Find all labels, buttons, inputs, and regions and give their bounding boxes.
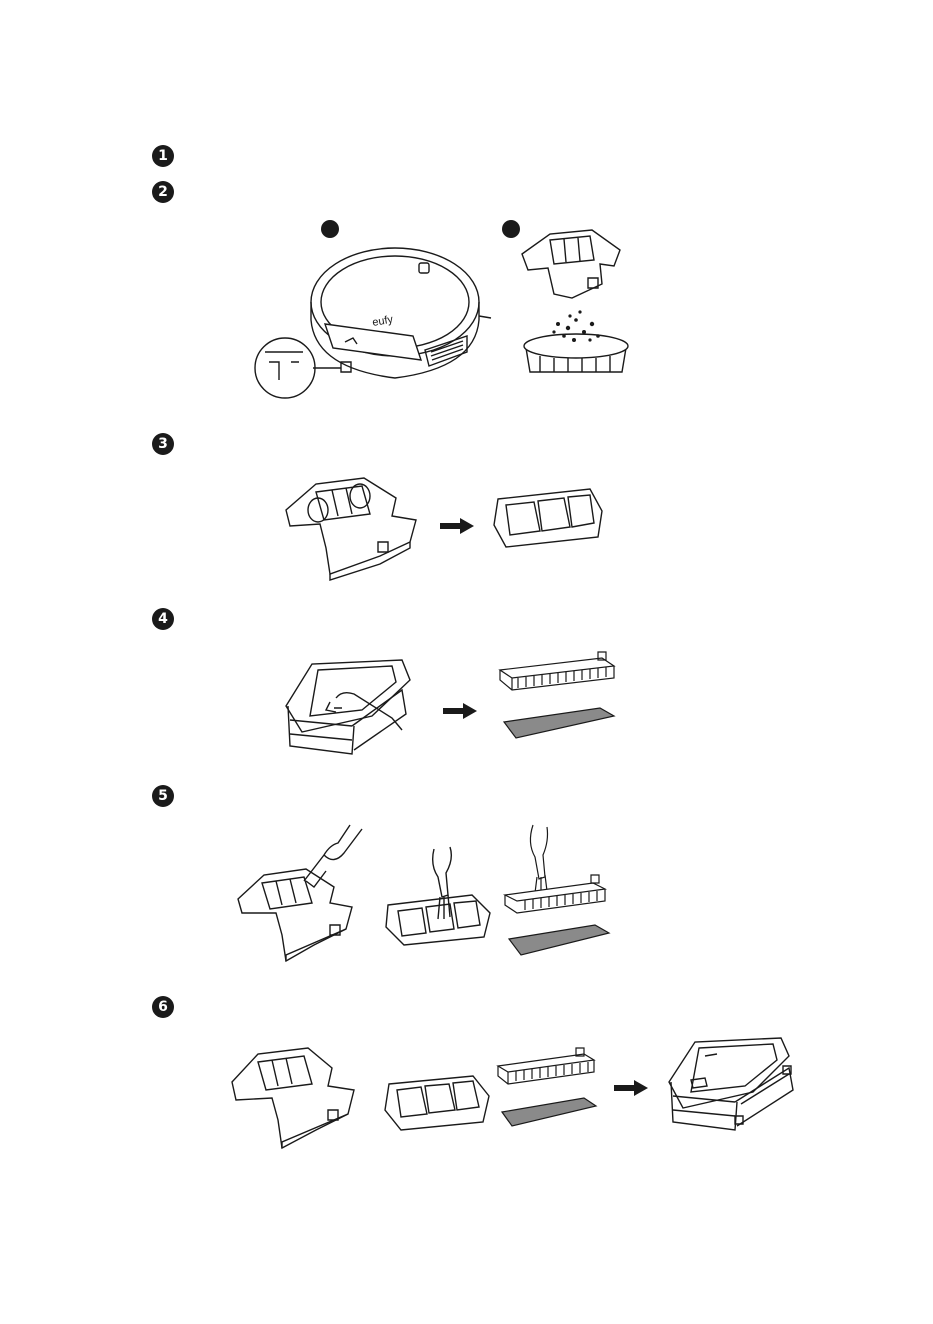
sponge-filter-illustration [498,1094,600,1130]
assembled-dustbin-illustration [665,1030,800,1140]
remove-filter-hand-illustration [282,650,422,760]
sponge-filter-illustration [500,702,620,744]
step-2a-marker [321,220,339,238]
filter-frame-illustration [383,1072,493,1134]
dustbin-reassembly-illustration [228,1040,368,1152]
dustbin-over-trash-illustration [510,220,640,380]
step-2-badge: 2 [152,181,174,203]
dustbin-open-filter-holder-illustration [280,470,440,585]
filter-frame-illustration [490,485,610,550]
step-3-badge: 3 [152,433,174,455]
step-6-badge: 6 [152,996,174,1018]
step-1-badge: 1 [152,145,174,167]
arrow-icon [440,518,474,534]
robot-vacuum-illustration: eufy [245,240,505,400]
brush-clean-hepa-illustration [503,823,613,963]
arrow-icon [614,1080,648,1096]
hepa-filter-illustration [498,648,618,693]
brush-clean-dustbin-illustration [234,825,374,965]
step-4-badge: 4 [152,608,174,630]
step-5-badge: 5 [152,785,174,807]
arrow-icon [443,703,477,719]
hepa-filter-illustration [496,1046,596,1086]
brush-clean-filter-frame-illustration [384,845,494,945]
